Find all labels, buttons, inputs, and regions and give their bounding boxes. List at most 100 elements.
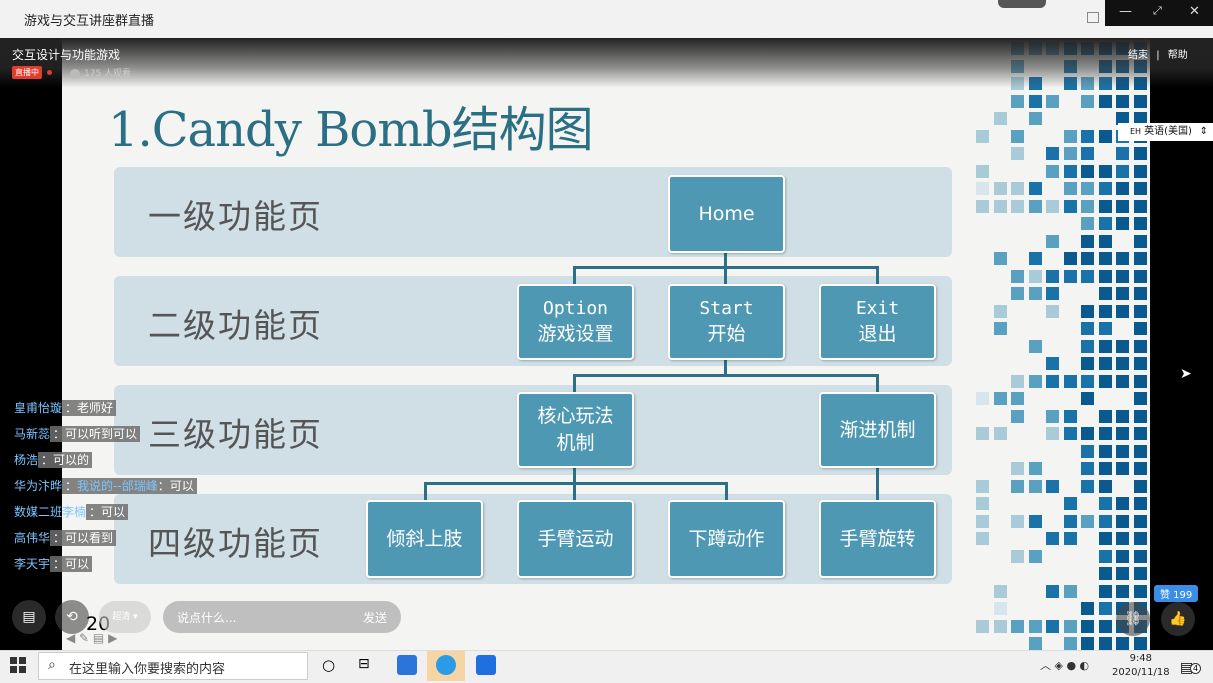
node-arm-rotate-label: 手臂旋转 [839, 527, 916, 550]
mosaic-tile [1081, 199, 1094, 213]
cortana-icon[interactable]: ○ [322, 656, 336, 674]
mosaic-tile [1098, 549, 1112, 563]
mosaic-tile [1116, 357, 1129, 370]
mosaic-tile [1028, 462, 1042, 475]
taskbar-clock[interactable]: 9:48 2020/11/18 [1112, 652, 1170, 680]
share-link-icon[interactable]: ⛓ [1116, 602, 1150, 636]
mosaic-tile [976, 182, 989, 195]
app-icon-tablet[interactable] [476, 655, 496, 675]
chat-text: 可以看到 [65, 531, 114, 545]
mosaic-tile [1063, 427, 1077, 440]
mosaic-tile [1133, 322, 1147, 335]
chat-user[interactable]: 杨浩 [14, 453, 39, 467]
node-core-line1: 核心玩法 [537, 405, 614, 428]
mosaic-tile [1028, 549, 1042, 563]
chat-user[interactable]: 数媒二班李楠 [14, 505, 87, 519]
quality-select[interactable]: 超清 ▾ [99, 601, 151, 633]
mosaic-tile [1098, 164, 1112, 178]
mosaic-tile [1116, 304, 1129, 318]
mosaic-tile [1098, 619, 1112, 633]
link-separator: | [1156, 50, 1160, 61]
mosaic-tile [1011, 549, 1024, 563]
mosaic-tile [1081, 427, 1094, 440]
mosaic-tile [1046, 584, 1059, 598]
live-badge: 直播中 [12, 66, 42, 79]
mosaic-tile [1133, 252, 1147, 265]
app-icon-work[interactable] [397, 655, 417, 675]
mosaic-tile [1116, 147, 1129, 160]
node-progressive-label: 渐进机制 [839, 418, 916, 441]
mosaic-tile [1063, 532, 1077, 545]
mosaic-tile [1116, 287, 1129, 300]
mosaic-tile [1028, 479, 1042, 493]
chat-message: 皇甫怡璇：老师好 [14, 399, 117, 416]
end-link[interactable]: 结束 [1128, 50, 1148, 61]
mosaic-tile [1133, 584, 1147, 598]
mosaic-tile [1098, 444, 1112, 458]
window-controls: — ⤢ ✕ [1105, 0, 1213, 26]
mosaic-tile [1046, 409, 1059, 423]
mosaic-tile [1081, 602, 1094, 615]
mosaic-tile [1063, 374, 1077, 388]
mini-window-icon[interactable] [1087, 12, 1099, 23]
mosaic-tile [976, 427, 989, 440]
mosaic-tile [1046, 304, 1059, 318]
connector-line [876, 468, 879, 500]
close-button[interactable]: ✕ [1189, 4, 1200, 19]
app-icon-feishu[interactable] [436, 655, 456, 675]
mosaic-tile [1116, 567, 1129, 580]
mosaic-tile [1133, 234, 1147, 248]
tray-icons[interactable]: ︿ ◈ ● ◐ [1040, 659, 1090, 672]
mosaic-tile [1028, 339, 1042, 353]
chat-user[interactable]: 马新蕊 [14, 427, 51, 441]
windows-start-icon[interactable] [10, 657, 26, 673]
connector-line [876, 374, 879, 392]
notification-icon[interactable]: ▤4 [1180, 657, 1202, 676]
notification-count: 4 [1190, 663, 1202, 674]
comment-placeholder: 说点什么... [177, 611, 237, 625]
like-button-icon[interactable]: 👍 [1161, 602, 1195, 636]
help-link[interactable]: 帮助 [1167, 50, 1188, 61]
mosaic-tile [993, 199, 1007, 213]
mosaic-tile [1133, 357, 1147, 370]
taskbar-search-input[interactable]: ⌕ 在这里输入你要搜索的内容 [38, 652, 308, 680]
chat-user[interactable]: 高伟华 [14, 531, 51, 545]
node-core-mechanic: 核心玩法机制 [517, 392, 634, 468]
mosaic-tile [1116, 182, 1129, 195]
annotation-tools-icon[interactable]: ◀ ✎ ▤ ▶ [66, 631, 118, 645]
mosaic-tile [1098, 182, 1112, 195]
mosaic-tile [1098, 479, 1112, 493]
mosaic-tile [1133, 374, 1147, 388]
node-squat-label: 下蹲动作 [688, 527, 765, 550]
chat-user[interactable]: 华为汴晔 [14, 479, 63, 493]
mosaic-tile [1116, 444, 1129, 458]
chat-list-toggle-icon[interactable]: ▤ [12, 600, 46, 634]
node-home: Home [668, 175, 785, 253]
mosaic-tile [1081, 217, 1094, 230]
mosaic-tile [1063, 147, 1077, 160]
mosaic-tile [1098, 217, 1112, 230]
mosaic-tile [1028, 287, 1042, 300]
maximize-button[interactable]: ⤢ [1153, 4, 1162, 17]
mosaic-tile [1063, 514, 1077, 528]
mosaic-tile [1046, 427, 1059, 440]
node-start-en: Start [699, 298, 754, 320]
chat-user[interactable]: 皇甫怡璇 [14, 401, 63, 415]
chat-user[interactable]: 李天宇 [14, 557, 51, 571]
window-title-bar: 游戏与交互讲座群直播 [0, 0, 1213, 38]
mosaic-tile [1116, 339, 1129, 353]
chat-text: 可以听到可以 [65, 427, 138, 441]
send-button[interactable]: 发送 [362, 611, 387, 625]
mosaic-tile [1098, 94, 1112, 108]
node-progressive: 渐进机制 [819, 392, 936, 468]
mosaic-tile [1011, 182, 1024, 195]
mosaic-tile [1133, 164, 1147, 178]
mosaic-tile [1116, 409, 1129, 423]
minimize-button[interactable]: — [1119, 4, 1132, 19]
dropdown-arrow-icon: ⇕ [1199, 126, 1208, 137]
rotate-screen-icon[interactable]: ⟲ [55, 600, 89, 634]
comment-input[interactable]: 说点什么... 发送 [163, 601, 401, 633]
task-view-icon[interactable]: ⊟ [358, 656, 370, 672]
